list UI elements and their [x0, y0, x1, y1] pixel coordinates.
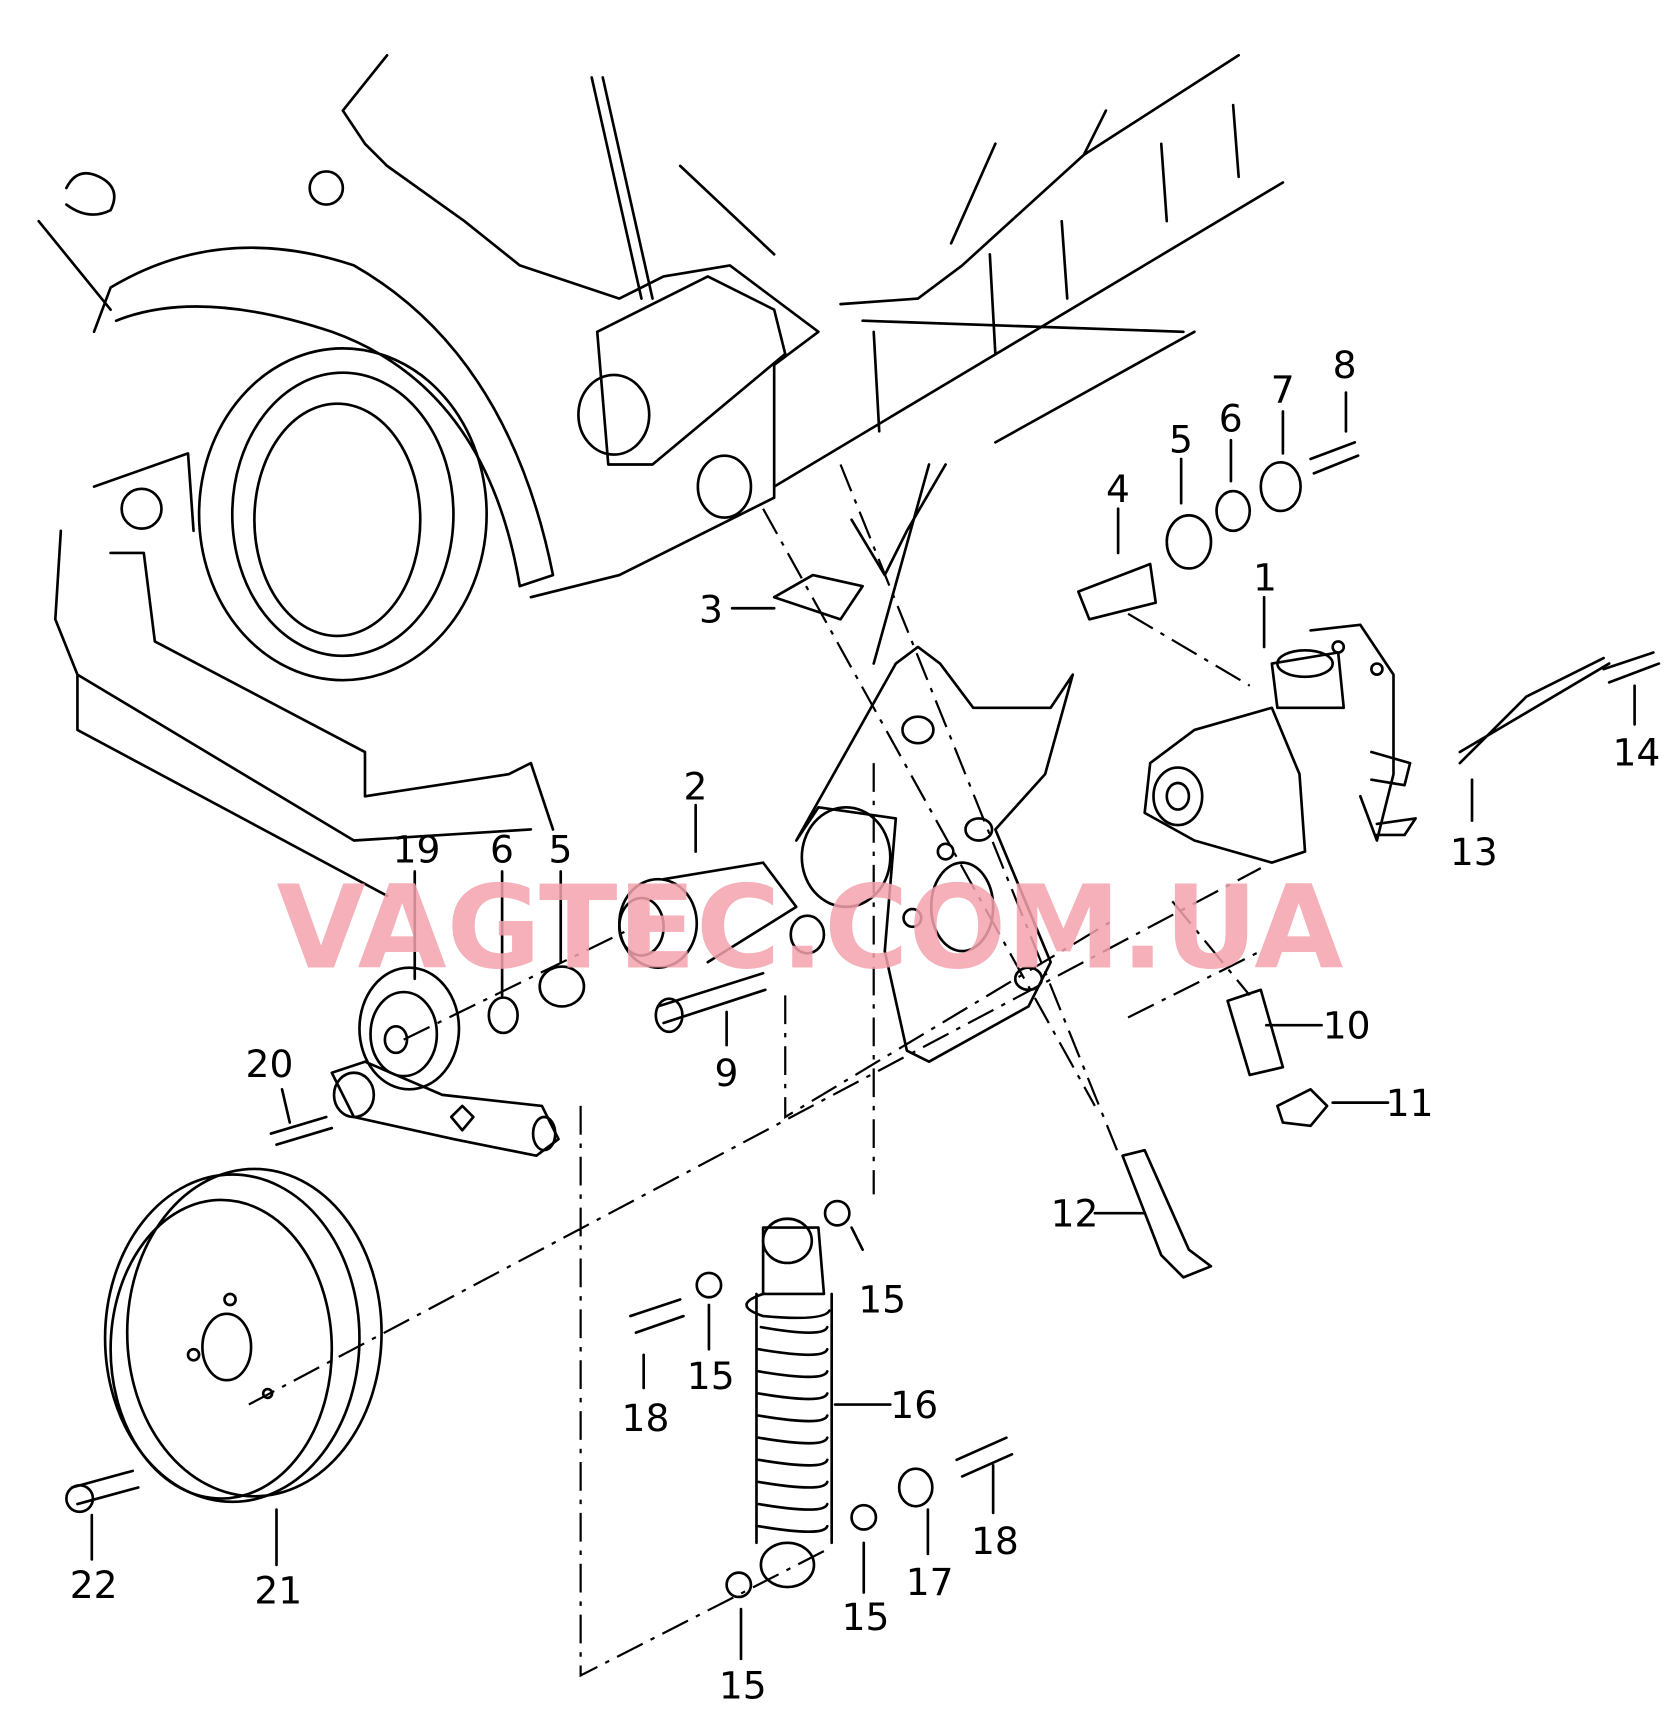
- callout-8: 8: [1333, 343, 1357, 387]
- pump-bracket: [772, 463, 1075, 1064]
- watermark: VAGTEC.COM.UA: [277, 862, 1344, 996]
- callout-5: 5: [549, 828, 573, 872]
- callout-13: 13: [1450, 830, 1498, 874]
- damper-spring: [629, 1199, 1014, 1599]
- callout-20: 20: [246, 1042, 294, 1086]
- assembly-lines: [248, 464, 1262, 1678]
- callout-18: 18: [622, 1396, 670, 1440]
- callout-18: 18: [971, 1519, 1019, 1563]
- callout-7: 7: [1271, 368, 1295, 412]
- power-steering-pump: [1143, 623, 1417, 864]
- callout-15: 15: [719, 1664, 767, 1708]
- callout-16: 16: [890, 1383, 938, 1427]
- small-parts: [654, 441, 1661, 1279]
- callout-22: 22: [70, 1563, 118, 1607]
- pulley: [65, 1167, 383, 1514]
- callout-6: 6: [1219, 396, 1243, 440]
- callout-19: 19: [393, 828, 441, 872]
- callout-numbers: 8 7 6 5 4 1 3 2 19 6 5 20 9 10 11 12 13 …: [70, 343, 1661, 1707]
- callout-15: 15: [858, 1278, 906, 1322]
- callout-2: 2: [683, 765, 707, 809]
- callout-10: 10: [1323, 1003, 1371, 1047]
- timing-cover: [37, 170, 555, 898]
- callout-15: 15: [687, 1354, 735, 1398]
- callout-5: 5: [1169, 417, 1193, 461]
- callout-11: 11: [1386, 1081, 1434, 1125]
- callout-21: 21: [254, 1569, 302, 1613]
- callout-6: 6: [490, 828, 514, 872]
- callout-4: 4: [1106, 467, 1130, 511]
- leader-lines: [90, 391, 1636, 1661]
- engine-block: [341, 53, 1285, 599]
- callout-1: 1: [1253, 556, 1277, 600]
- callout-12: 12: [1051, 1191, 1099, 1235]
- callout-3: 3: [699, 588, 723, 632]
- callout-9: 9: [714, 1051, 738, 1095]
- callout-17: 17: [906, 1560, 954, 1604]
- callout-15: 15: [842, 1595, 890, 1639]
- tensioner-assembly: [269, 861, 798, 1158]
- callout-14: 14: [1612, 730, 1660, 774]
